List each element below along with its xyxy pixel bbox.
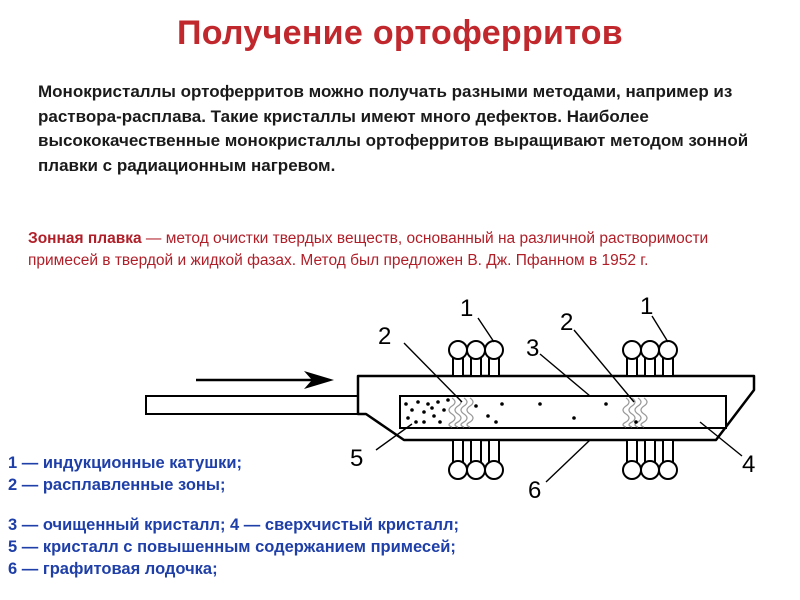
label-coil-left: 1 [460, 295, 473, 322]
label-coil-right: 1 [640, 293, 653, 320]
coil-top-right [622, 340, 678, 377]
legend-item-2: 2 — расплавленные зоны; [8, 476, 226, 494]
coil-bottom-left [448, 439, 504, 480]
label-impure: 5 [350, 445, 363, 472]
definition-text: — метод очистки твердых веществ, основан… [28, 230, 709, 269]
coil-top-left [448, 340, 504, 377]
legend-group-top: 1 — индукционные катушки; 2 — расплавлен… [8, 452, 688, 496]
direction-arrow [196, 371, 334, 389]
definition-paragraph: Зонная плавка — метод очистки твердых ве… [28, 228, 748, 272]
label-ultrapure: 4 [742, 451, 755, 478]
legend-item-1: 1 — индукционные катушки; [8, 454, 242, 472]
coil-bottom-right [622, 439, 678, 480]
label-zone-left: 2 [378, 323, 391, 350]
legend-group-bottom: 3 — очищенный кристалл; 4 — сверхчистый … [8, 514, 688, 580]
label-zone-right: 2 [560, 309, 573, 336]
intro-paragraph: Монокристаллы ортоферритов можно получат… [38, 82, 749, 175]
molten-zone-left [448, 397, 474, 428]
label-boat: 6 [528, 477, 541, 504]
definition-term: Зонная плавка [28, 230, 142, 247]
impurity-dots [404, 398, 638, 424]
page-title: Получение ортоферритов [176, 14, 624, 52]
legend-item-3-4: 3 — очищенный кристалл; 4 — сверхчистый … [8, 516, 459, 534]
label-purified: 3 [526, 335, 539, 362]
leader-lines [375, 315, 743, 483]
boat-handle [145, 395, 361, 415]
legend-item-5: 5 — кристалл с повышенным содержанием пр… [8, 538, 456, 556]
legend-item-6: 6 — графитовая лодочка; [8, 560, 218, 578]
